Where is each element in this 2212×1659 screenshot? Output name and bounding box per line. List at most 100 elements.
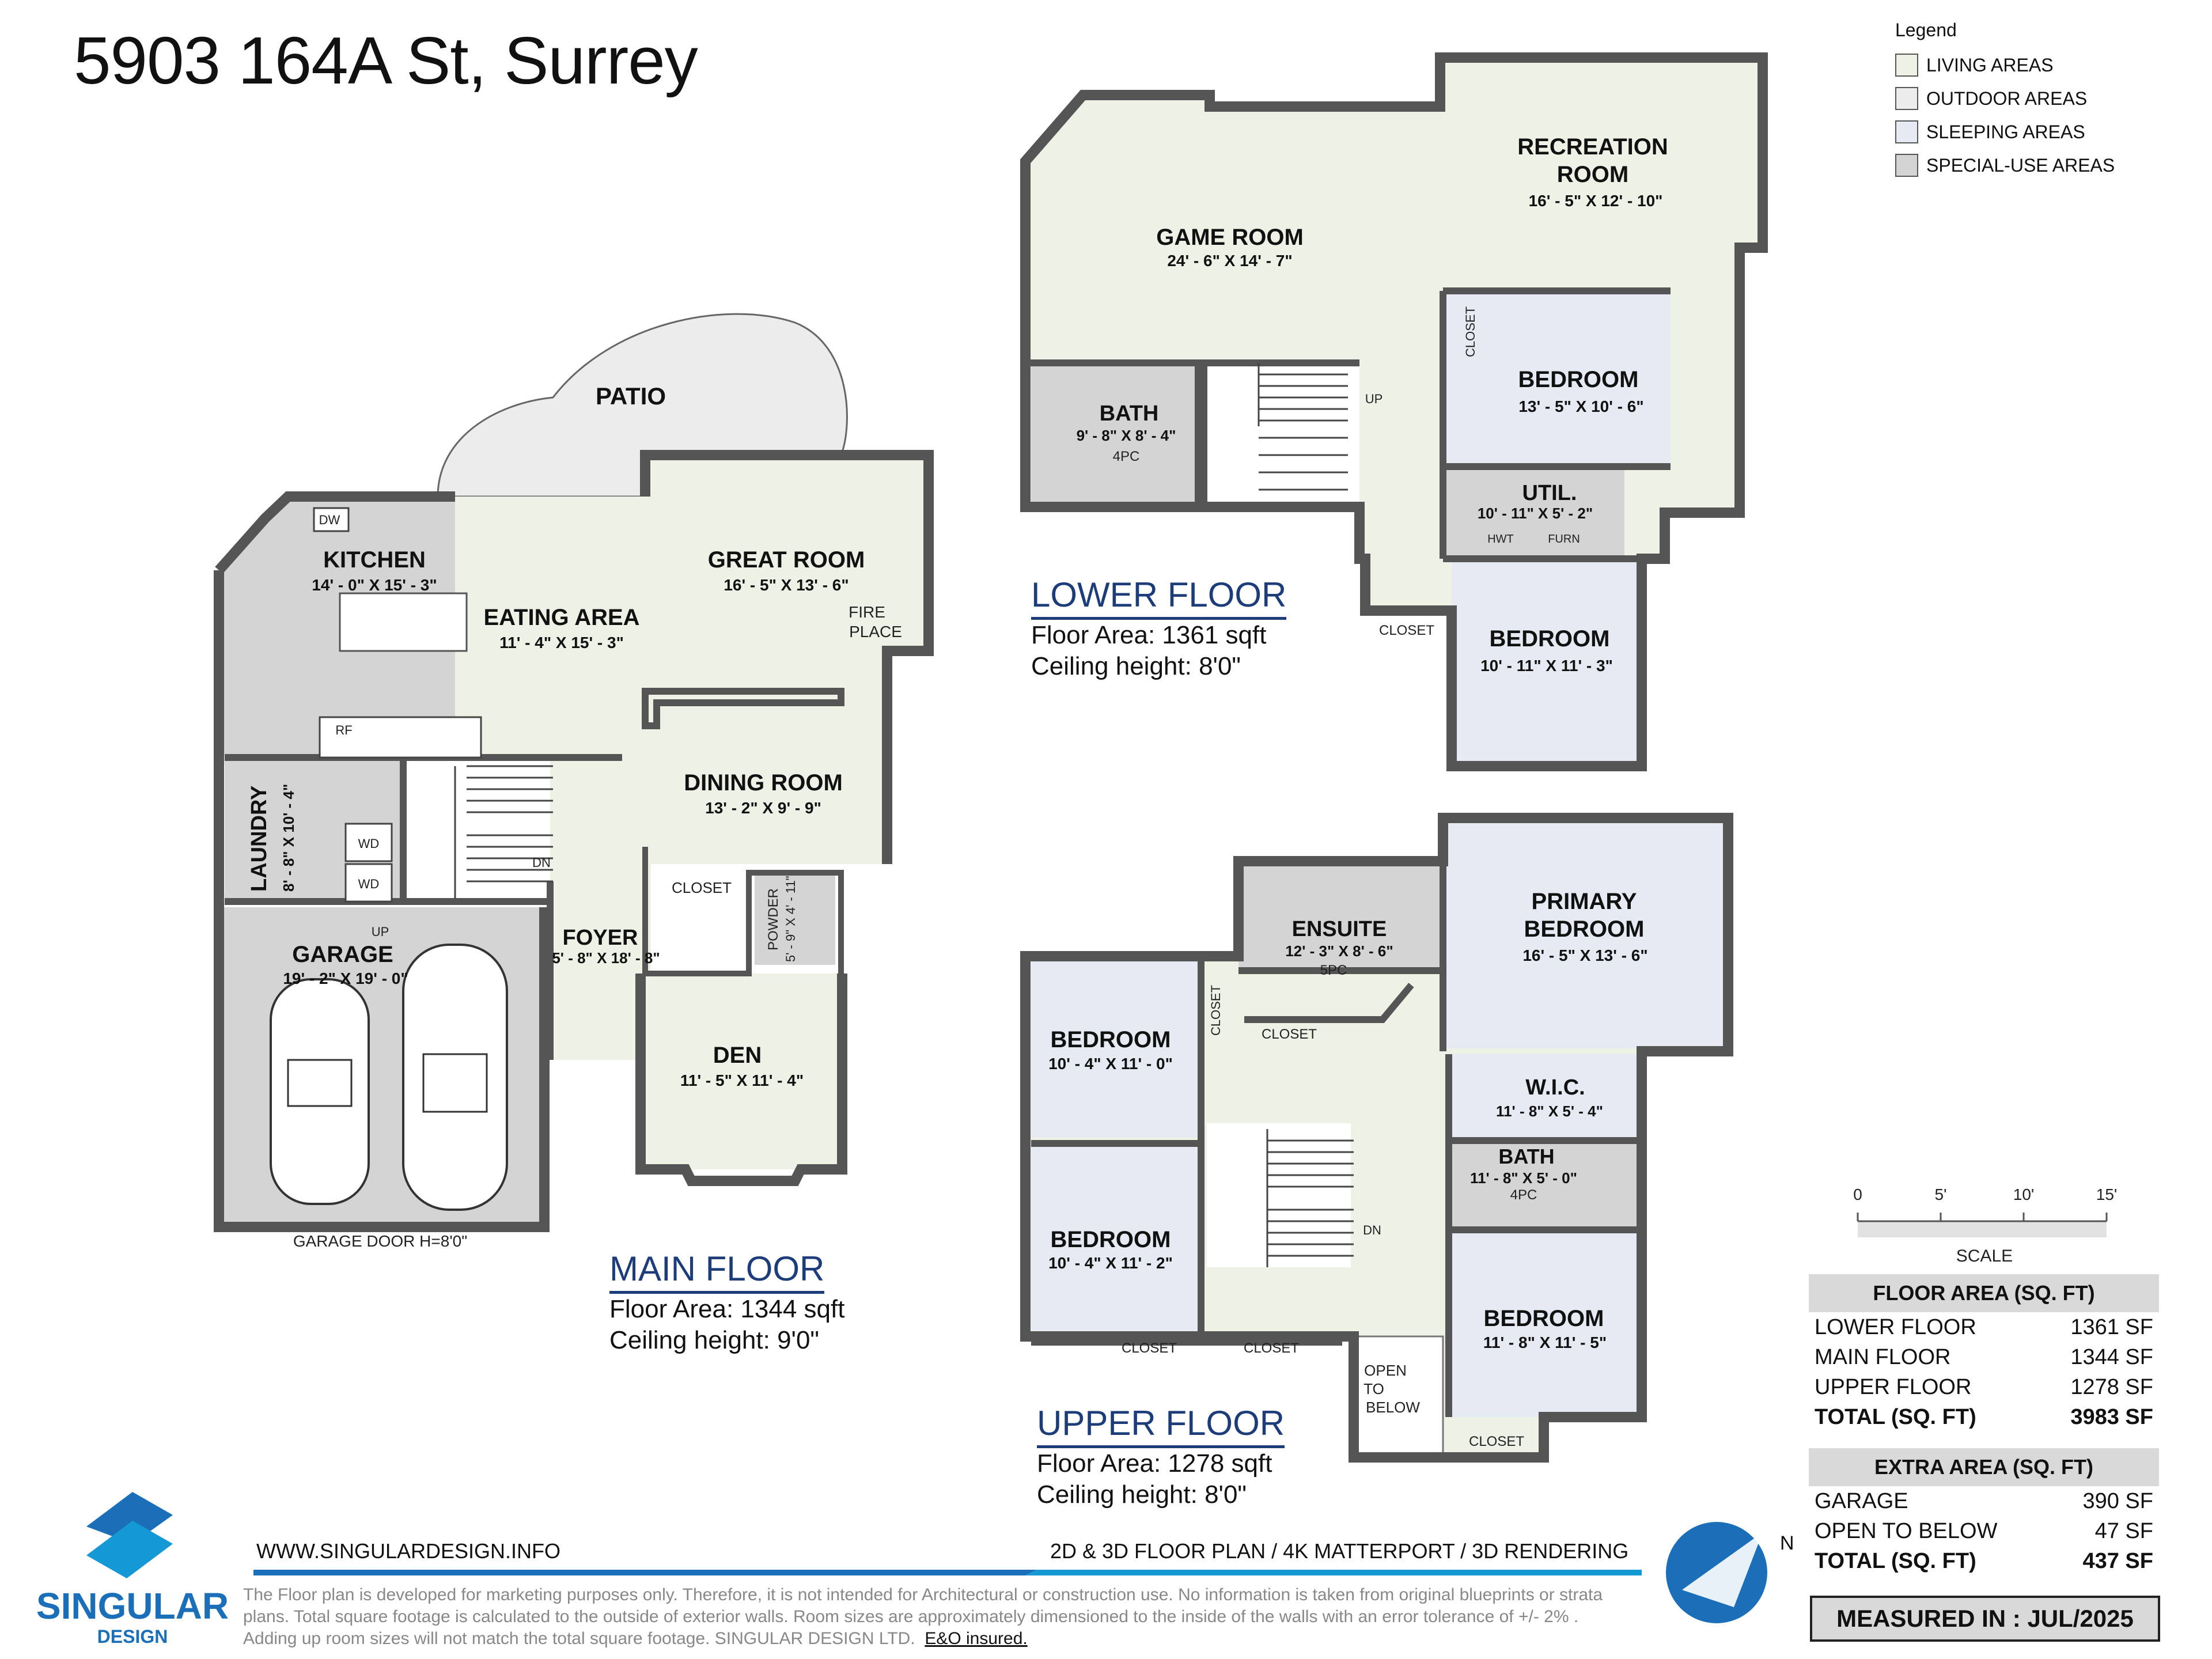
label-wic: W.I.C. (1525, 1075, 1585, 1100)
label-util-dim: 10' - 11" X 5' - 2" (1478, 505, 1593, 522)
label-fireplace-1: FIRE (849, 603, 885, 621)
scale-tick-10: 10' (2013, 1185, 2035, 1203)
floor-area-total-value: 3983 SF (2070, 1404, 2153, 1429)
lower-util-area (1443, 467, 1624, 559)
dryer (344, 863, 393, 903)
label-primary-dim: 16' - 5" X 13' - 6" (1522, 946, 1647, 964)
disclaimer-line-2: plans. Total square footage is calculate… (243, 1607, 1579, 1626)
main-wall-den (635, 974, 847, 1186)
ensuite-area (1238, 861, 1443, 971)
extra-area-label: GARAGE (1815, 1488, 1908, 1513)
main-wall-closet (642, 847, 844, 976)
table-row-total: TOTAL (SQ. FT) 437 SF (1809, 1546, 2159, 1576)
upper-bedroom-a-area (1031, 959, 1198, 1138)
label-upper-bedroom-c: BEDROOM (1484, 1306, 1604, 1331)
label-foyer-dim: 5' - 8" X 18' - 8" (552, 949, 660, 967)
lower-stairs (1257, 363, 1348, 491)
label-hwt: HWT (1487, 533, 1514, 546)
table-row-total: TOTAL (SQ. FT) 3983 SF (1809, 1402, 2159, 1432)
main-wall-kitchen (215, 491, 455, 574)
label-dining-dim: 13' - 2" X 9' - 9" (705, 799, 821, 817)
legend-label-special: SPECIAL-USE AREAS (1926, 154, 2115, 176)
kitchen-area (219, 497, 455, 766)
logo-sub: DESIGN (97, 1626, 168, 1647)
label-upper-bedroom-c-dim: 11' - 8" X 11' - 5" (1483, 1334, 1607, 1351)
main-wall-divider (642, 688, 844, 729)
legend-swatch-special (1895, 154, 1918, 177)
legend-swatch-living (1895, 54, 1918, 77)
upper-stairs (1266, 1129, 1354, 1267)
legend-label-sleeping: SLEEPING AREAS (1926, 121, 2085, 142)
label-primary-1: PRIMARY (1532, 889, 1637, 914)
label-laundry: LAUNDRY (247, 786, 271, 892)
extra-area-total-label: TOTAL (SQ. FT) (1815, 1548, 1976, 1573)
lower-bedroom-1-area (1443, 291, 1671, 467)
scale-tick-5: 5' (1935, 1185, 1947, 1203)
upper-bath-area (1449, 1143, 1639, 1227)
fridge-counter (319, 716, 482, 759)
main-stairs-area (403, 757, 550, 902)
label-upper-closet-4: CLOSET (1469, 1434, 1524, 1449)
label-upper-bedroom-b: BEDROOM (1051, 1227, 1171, 1252)
extra-area-total-value: 437 SF (2082, 1548, 2153, 1573)
disclaimer-line-3-text: Adding up room sizes will not match the … (243, 1629, 915, 1648)
floor-area-total-label: TOTAL (SQ. FT) (1815, 1404, 1976, 1429)
label-dw: DW (319, 513, 340, 527)
lower-bath-area (1031, 363, 1198, 504)
label-patio: PATIO (596, 382, 666, 410)
powder-area (755, 873, 835, 965)
eo-insured-link[interactable]: E&O insured. (925, 1629, 1028, 1648)
main-floor-ceiling: Ceiling height: 9'0" (609, 1326, 820, 1354)
main-floor-info: MAIN FLOOR Floor Area: 1344 sqft Ceiling… (609, 1249, 844, 1356)
lower-floor-area: Floor Area: 1361 sqft (1031, 621, 1267, 649)
label-powder: POWDER (766, 888, 781, 950)
legend-label-living: LIVING AREAS (1926, 54, 2054, 75)
upper-stairs-area (1207, 1123, 1351, 1267)
label-ensuite: ENSUITE (1292, 917, 1387, 941)
extra-area-label: OPEN TO BELOW (1815, 1518, 1998, 1543)
label-eating-dim: 11' - 4" X 15' - 3" (499, 634, 624, 652)
footer-website-link[interactable]: WWW.SINGULARDESIGN.INFO (256, 1539, 561, 1563)
label-upper-bath-pc: 4PC (1510, 1187, 1537, 1203)
label-lower-bedroom-1-dim: 13' - 5" X 10' - 6" (1518, 397, 1643, 415)
upper-floor-area: Floor Area: 1278 sqft (1037, 1449, 1272, 1478)
primary-bedroom-area (1443, 824, 1725, 1048)
label-main-up: UP (372, 925, 389, 939)
label-wic-dim: 11' - 8" X 5' - 4" (1496, 1103, 1603, 1120)
scale-label: SCALE (1956, 1247, 2013, 1266)
legend-item-outdoor: OUTDOOR AREAS (1895, 87, 2115, 110)
scale-tick-0: 0 (1853, 1185, 1862, 1203)
label-fireplace-2: PLACE (849, 623, 902, 641)
kitchen-island (339, 592, 468, 652)
footer-bar-left (253, 1570, 1037, 1575)
lower-stairs-area (1204, 363, 1359, 504)
label-game-dim: 24' - 6" X 14' - 7" (1167, 252, 1292, 270)
washer (344, 823, 393, 862)
legend-item-sleeping: SLEEPING AREAS (1895, 120, 2115, 143)
main-floor-plan: PATIO KITCHEN 14' - 0" X 15' - 3" EATING… (214, 313, 934, 1250)
label-upper-bath-dim: 11' - 8" X 5' - 0" (1470, 1169, 1577, 1187)
legend-item-special: SPECIAL-USE AREAS (1895, 154, 2115, 177)
upper-interior-walls (1031, 824, 1642, 1417)
extra-area-title: EXTRA AREA (SQ. FT) (1809, 1448, 2159, 1486)
floor-area-value: 1278 SF (2070, 1374, 2153, 1399)
footer-bar-right (1025, 1570, 1642, 1575)
scale-tick-15: 15' (2096, 1185, 2118, 1203)
north-compass-icon: N (1666, 1522, 1794, 1623)
scale-bar-fill (1858, 1221, 2107, 1237)
dishwasher (313, 507, 350, 532)
measured-date-badge: MEASURED IN : JUL/2025 (1810, 1596, 2160, 1642)
upper-floor-name: UPPER FLOOR (1037, 1403, 1285, 1448)
label-game-room: GAME ROOM (1156, 225, 1304, 250)
upper-floor-info: UPPER FLOOR Floor Area: 1278 sqft Ceilin… (1037, 1403, 1285, 1510)
label-eating-area: EATING AREA (483, 605, 639, 630)
main-stairs (454, 765, 553, 899)
label-upper-closet-5: CLOSET (1209, 985, 1223, 1036)
label-ensuite-pc: 5PC (1320, 963, 1347, 978)
